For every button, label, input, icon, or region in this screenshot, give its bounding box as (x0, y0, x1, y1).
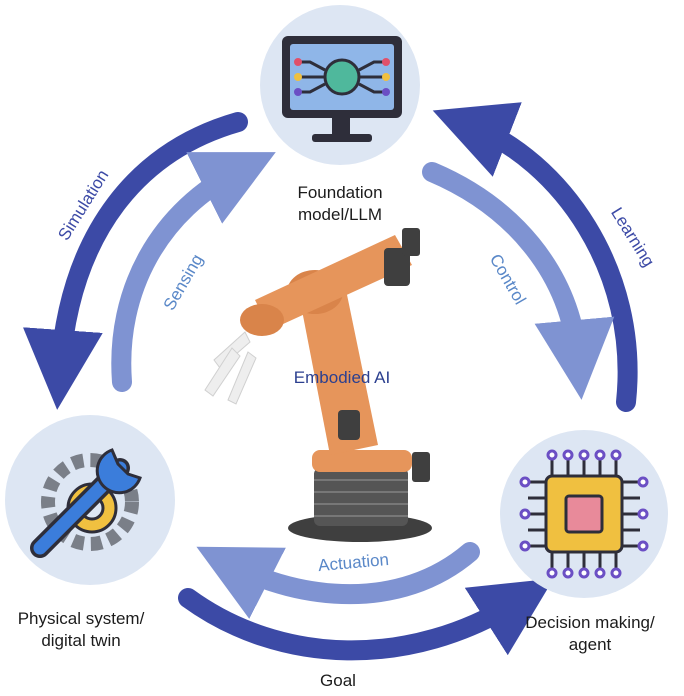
physical-system-title: Physical system/ digital twin (0, 608, 166, 652)
actuation-label: Actuation (317, 550, 389, 575)
robot-arm-image (204, 228, 432, 542)
physical-system-title-line1: Physical system/ (17, 609, 145, 628)
physical-system-node (5, 415, 175, 585)
goal-arrow (178, 578, 554, 661)
simulation-arrow (22, 112, 248, 410)
monitor-network-icon (282, 36, 402, 142)
foundation-model-title-line2: model/LLM (297, 205, 383, 224)
goal-label: Goal (320, 671, 356, 690)
physical-system-title-line2: digital twin (41, 631, 121, 650)
foundation-model-node (260, 5, 420, 165)
control-label: Control (486, 251, 530, 308)
actuation-arrow (196, 542, 480, 619)
sensing-label: Sensing (160, 251, 207, 314)
decision-making-title-line1: Decision making/ (525, 613, 655, 632)
sensing-arrow (111, 152, 276, 392)
foundation-model-title-line1: Foundation (297, 183, 383, 202)
foundation-model-title: Foundation model/LLM (260, 182, 420, 226)
decision-making-title-line2: agent (568, 635, 612, 654)
decision-making-node (500, 430, 668, 598)
decision-making-title: Decision making/ agent (505, 612, 675, 656)
gear-wrench-icon (30, 448, 142, 558)
learning-arrow (432, 102, 638, 412)
embodied-ai-label: Embodied AI (293, 368, 391, 387)
control-arrow (422, 162, 615, 400)
cpu-chip-icon (519, 449, 649, 579)
